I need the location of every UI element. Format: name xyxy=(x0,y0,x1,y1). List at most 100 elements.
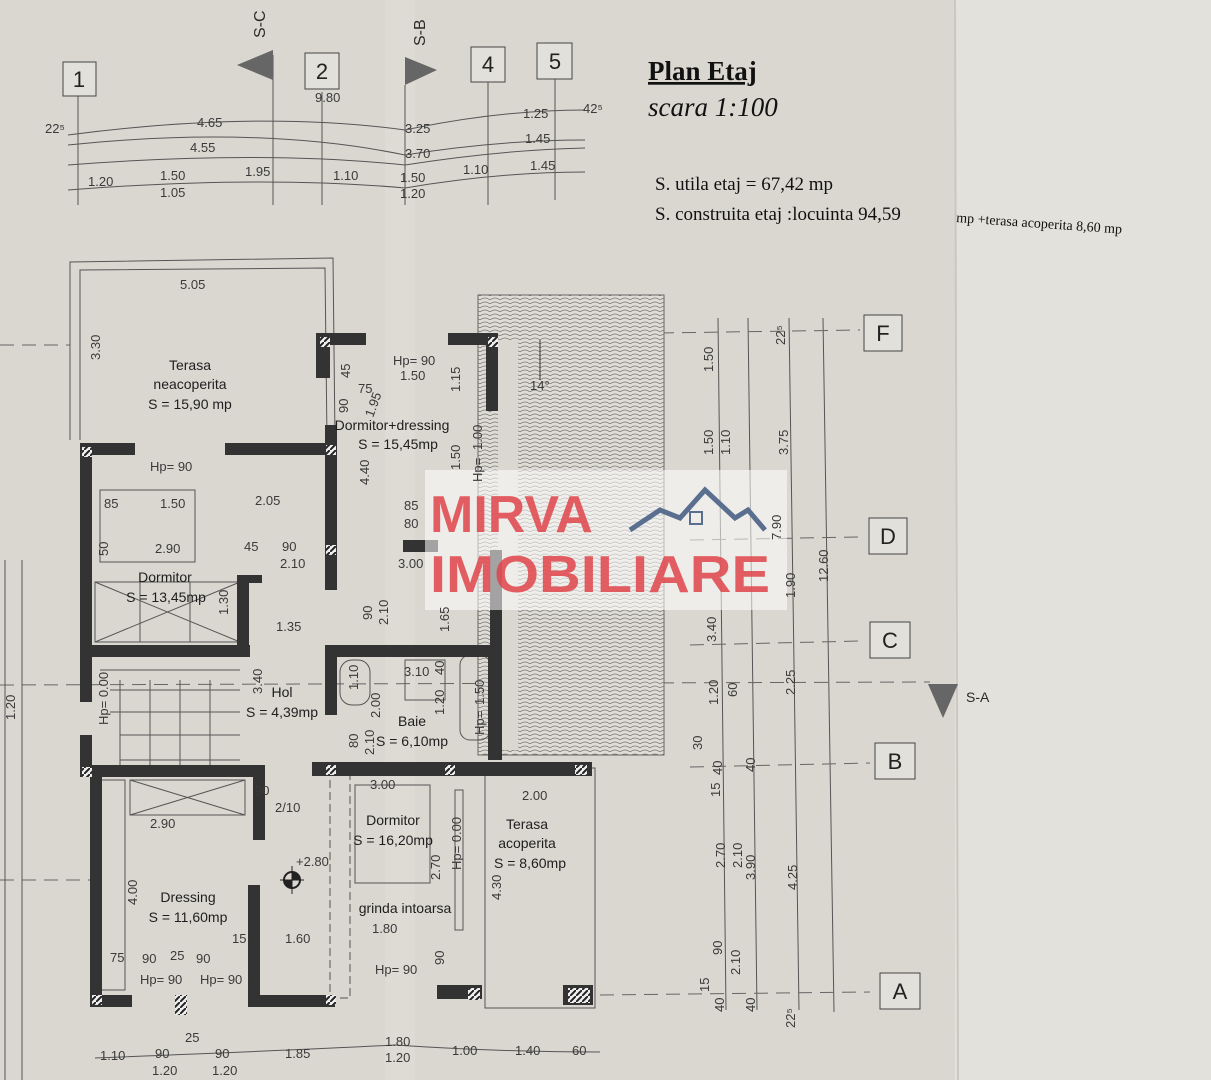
svg-text:C: C xyxy=(882,628,898,653)
dimension-label-right: 40 xyxy=(743,998,758,1012)
built-area: S. construita etaj :locuinta 94,59 xyxy=(655,204,901,225)
dimension-label-interior: Hp= 0.00 xyxy=(449,817,464,870)
columns xyxy=(82,337,590,1015)
svg-text:F: F xyxy=(876,321,889,346)
left-dimension-lines xyxy=(4,560,23,1080)
dimension-label-right: 1.90 xyxy=(783,573,798,598)
watermark: MIRVA IMOBILIARE xyxy=(425,470,787,610)
usable-area: S. utila etaj = 67,42 mp xyxy=(655,174,833,195)
dimension-label-interior: Hp= 90 xyxy=(393,353,435,368)
dimension-label-right: 3.40 xyxy=(704,617,719,642)
svg-text:B: B xyxy=(888,749,903,774)
dimension-label-right: 1.50 xyxy=(701,347,716,372)
dimension-label-right: 1.20 xyxy=(706,680,721,705)
room-terasa-neacoperita: Terasa neacoperita S = 15,90 mp xyxy=(148,357,232,412)
svg-text:Baie: Baie xyxy=(398,713,426,729)
svg-text:S = 11,60mp: S = 11,60mp xyxy=(149,909,228,925)
room-dormitor-dressing: Dormitor+dressing S = 15,45mp xyxy=(335,417,450,452)
svg-text:neacoperita: neacoperita xyxy=(153,376,226,392)
dimension-label-interior: 2.70 xyxy=(428,855,443,880)
dimension-label-top: 1.05 xyxy=(160,185,185,200)
svg-text:Hol: Hol xyxy=(271,684,292,700)
dimension-label-interior: 15 xyxy=(232,931,246,946)
dimension-label-interior: Hp= 90 xyxy=(140,972,182,987)
dimension-label-interior: Hp= 90 xyxy=(200,972,242,987)
dimension-label-bottom: 1.20 xyxy=(212,1063,237,1078)
dimension-label-interior: 85 xyxy=(404,498,418,513)
svg-text:S = 4,39mp: S = 4,39mp xyxy=(246,704,318,720)
dimension-label-top: 22⁵ xyxy=(45,121,65,136)
svg-text:1: 1 xyxy=(73,67,85,92)
dimension-label-interior: 2.10 xyxy=(280,556,305,571)
dimension-label-interior: 90 xyxy=(432,951,447,965)
dimension-label-right: 2.70 xyxy=(713,843,728,868)
dimension-label-interior: 1.50 xyxy=(160,496,185,511)
top-dimension-lines xyxy=(67,55,586,205)
svg-text:S-B: S-B xyxy=(412,19,429,46)
dimension-label-bottom: 1.00 xyxy=(452,1043,477,1058)
svg-text:Terasa: Terasa xyxy=(506,816,548,832)
dimension-label-interior: 1.00 xyxy=(470,425,485,450)
grid-axis-F: F xyxy=(863,314,903,352)
grid-axis-4: 4 xyxy=(470,46,506,83)
dimension-label-interior: 1.20 xyxy=(432,690,447,715)
level-marker-icon xyxy=(280,866,304,894)
dimension-label-interior: 3.10 xyxy=(404,664,429,679)
grid-axis-5: 5 xyxy=(536,42,573,80)
svg-text:S = 6,10mp: S = 6,10mp xyxy=(376,733,448,749)
svg-text:Dormitor: Dormitor xyxy=(138,569,192,585)
dimension-label-top: 1.10 xyxy=(463,162,488,177)
dimension-label-interior: 85 xyxy=(104,496,118,511)
room-dormitor-2: Dormitor S = 16,20mp xyxy=(353,812,433,848)
dimension-label-bottom: 1.20 xyxy=(152,1063,177,1078)
svg-text:D: D xyxy=(880,524,896,549)
svg-text:S = 15,45mp: S = 15,45mp xyxy=(358,436,438,452)
dimension-label-interior: 3.00 xyxy=(370,777,395,792)
dimension-label-top: 1.45 xyxy=(525,131,550,146)
dimension-label-interior: 5.05 xyxy=(180,277,205,292)
dimension-label-right: 2.10 xyxy=(728,950,743,975)
dimension-label-interior: 45 xyxy=(244,539,258,554)
dimension-label-interior: 40 xyxy=(432,661,447,675)
dimension-label-top: 1.95 xyxy=(245,164,270,179)
dimension-label-interior: 80 xyxy=(346,734,361,748)
grid-axis-1: 1 xyxy=(62,61,97,97)
dimension-label-interior: 1.50 xyxy=(448,445,463,470)
section-marker-s-c: S-C xyxy=(237,10,273,80)
dimension-label-interior: Hp= xyxy=(472,711,487,735)
dimension-label-top: 4.65 xyxy=(197,115,222,130)
dimension-label-interior: 90 xyxy=(142,951,156,966)
svg-text:S-C: S-C xyxy=(252,10,269,38)
dimension-label-interior: 1.50 xyxy=(472,680,487,705)
dimension-label-interior: 90 xyxy=(360,606,375,620)
dimension-label-interior: 2.05 xyxy=(255,493,280,508)
dimension-label-top: 1.50 xyxy=(400,170,425,185)
dimension-label-interior: 3.00 xyxy=(398,556,423,571)
svg-text:Dormitor+dressing: Dormitor+dressing xyxy=(335,417,450,433)
svg-text:4: 4 xyxy=(482,52,494,77)
svg-text:S = 13,45mp: S = 13,45mp xyxy=(126,589,206,605)
dimension-label-interior: Hp= 0.00 xyxy=(96,672,111,725)
dimension-label-interior: 2.00 xyxy=(522,788,547,803)
watermark-line-2: IMOBILIARE xyxy=(430,546,770,604)
svg-text:S = 8,60mp: S = 8,60mp xyxy=(494,855,566,871)
dimension-label-right: 30 xyxy=(690,736,705,750)
dimension-label-right: 40 xyxy=(743,758,758,772)
dimension-label-bottom: 25 xyxy=(185,1030,199,1045)
dimension-label-interior: 4.40 xyxy=(357,460,372,485)
svg-text:S = 16,20mp: S = 16,20mp xyxy=(353,832,433,848)
svg-text:acoperita: acoperita xyxy=(498,835,556,851)
dimension-label-bottom: 1.10 xyxy=(100,1048,125,1063)
dimension-label-top: 42⁵ xyxy=(583,101,603,116)
dimension-label-top: 1.25 xyxy=(523,106,548,121)
dimension-label-interior: 2.10 xyxy=(376,600,391,625)
dimension-label-right: 15 xyxy=(708,783,723,797)
dimension-label-interior: 1.60 xyxy=(285,931,310,946)
section-marker-s-a: S-A xyxy=(928,684,990,718)
dimension-label-bottom: 1.40 xyxy=(515,1043,540,1058)
dimension-label-right: 1.10 xyxy=(718,430,733,455)
dimension-label-interior: 3.40 xyxy=(250,669,265,694)
dimension-label-top: 3.25 xyxy=(405,121,430,136)
dimension-label-right: 2.10 xyxy=(730,843,745,868)
